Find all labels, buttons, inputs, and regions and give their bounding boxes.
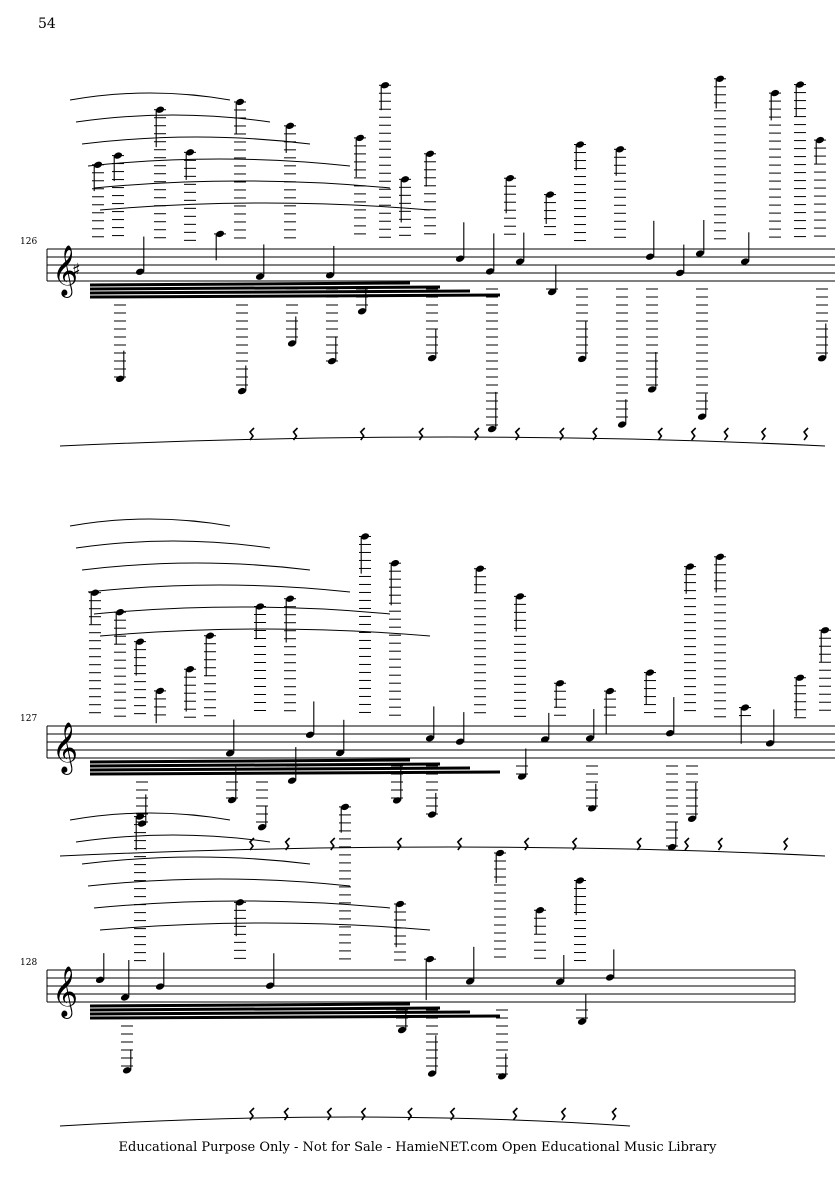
sharp-icon: ♯ xyxy=(72,260,81,281)
measure-number-128: 128 xyxy=(20,958,38,968)
footer-notice: Educational Purpose Only - Not for Sale … xyxy=(118,1140,717,1155)
staff-system-126 xyxy=(46,248,835,282)
notation-system-128 xyxy=(59,803,631,1127)
notation-system-126 xyxy=(59,75,828,447)
treble-clef-icon: 𝄞 xyxy=(52,722,78,775)
treble-clef-icon: 𝄞 xyxy=(52,966,78,1019)
measure-number-127: 127 xyxy=(20,714,38,724)
measure-number-126: 126 xyxy=(20,237,38,247)
staff-system-128 xyxy=(46,969,796,1003)
treble-clef-icon: 𝄞 xyxy=(52,245,78,298)
staff-system-127 xyxy=(46,725,835,759)
page-number: 54 xyxy=(38,16,56,32)
notation-system-127 xyxy=(59,518,831,857)
